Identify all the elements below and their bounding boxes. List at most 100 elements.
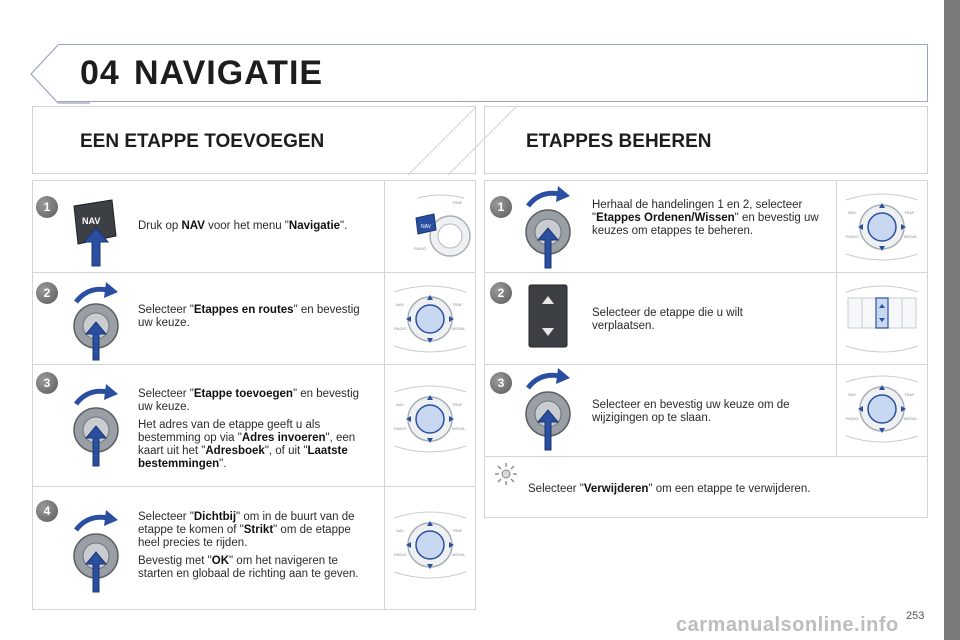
up-down-selector-icon[interactable]	[528, 284, 568, 348]
step-text-left-1: Druk op NAV voor het menu "Navigatie".	[138, 220, 388, 238]
bold-term: Dichtbij	[193, 511, 237, 523]
rotary-knob-press-icon[interactable]	[66, 282, 130, 362]
text-run: Het adres van de etappe geeft u als best…	[138, 419, 321, 444]
step-number-left-2: 2	[36, 282, 58, 304]
step-paragraph: Herhaal de handelingen 1 en 2, selecteer…	[592, 199, 822, 238]
step-paragraph: Bevestig met "OK" om het navigeren te st…	[138, 555, 370, 581]
section-divider	[407, 106, 517, 176]
text-run: Selecteer "	[138, 388, 194, 400]
console-media-label: MEDIA	[904, 234, 917, 239]
text-run: " om het navigeren te starten en globaal…	[138, 555, 359, 580]
bold-term: NAV	[181, 220, 205, 232]
step-text-left-2: Selecteer "Etappes en routes" en bevesti…	[138, 304, 368, 335]
step-paragraph: Selecteer "Etappe toevoegen" en bevestig…	[138, 388, 370, 414]
text-run: ", een kaart uit het "	[138, 432, 356, 457]
divider	[32, 272, 476, 273]
text-run: Selecteer en bevestig uw keuze om de wij…	[592, 399, 790, 424]
bold-term: Laatste bestemmingen	[138, 445, 348, 470]
step-text-left-3: Selecteer "Etappe toevoegen" en bevestig…	[138, 388, 370, 476]
rotary-knob-press-icon[interactable]	[66, 384, 130, 468]
step-paragraph: Selecteer de etappe die u wilt verplaats…	[592, 307, 792, 333]
console-traf-label: TRAF	[452, 200, 463, 205]
nav-button-label: NAV	[82, 216, 100, 226]
text-run: ".	[340, 220, 348, 232]
bold-term: Verwijderen	[583, 483, 649, 495]
step-number-left-3: 3	[36, 372, 58, 394]
console-buttons-thumbnail	[845, 285, 919, 353]
rotary-knob-press-icon[interactable]	[66, 510, 130, 594]
text-run: " om de etappe heel precies te rijden.	[138, 524, 351, 549]
page-side-bar	[944, 0, 960, 640]
divider	[484, 272, 928, 273]
right-steps-panel	[484, 180, 928, 518]
divider	[32, 486, 476, 487]
section-title-add-stage: EEN ETAPPE TOEVOEGEN	[80, 131, 325, 152]
text-run: " om in de buurt van de etappe te komen …	[138, 511, 355, 536]
console-media-label: MEDIA	[452, 426, 465, 431]
console-nav-label: NAV	[848, 392, 856, 397]
step-text-right-1: Herhaal de handelingen 1 en 2, selecteer…	[592, 199, 822, 243]
chapter-number: 04	[80, 54, 120, 92]
bold-term: Adresboek	[205, 445, 265, 457]
console-nav-label: NAV	[396, 402, 404, 407]
text-run: " en bevestig uw keuze.	[138, 304, 360, 329]
console-media-label: MEDIA	[452, 326, 465, 331]
text-run: Bevestig met "	[138, 555, 212, 567]
step-number-left-4: 4	[36, 500, 58, 522]
nav-button-illustration[interactable]: NAV	[68, 196, 124, 268]
step-paragraph: Druk op NAV voor het menu "Navigatie".	[138, 220, 388, 233]
text-run: ".	[219, 458, 227, 470]
page-number: 253	[906, 610, 925, 622]
bold-term: Adres invoeren	[241, 432, 326, 444]
console-knob-thumbnail: NAV TRAF RADIO MEDIA	[393, 385, 467, 453]
console-traf-label: TRAF	[904, 392, 915, 397]
step-number-right-3: 3	[490, 372, 512, 394]
console-traf-label: TRAF	[452, 302, 463, 307]
rotary-knob-press-icon[interactable]	[518, 186, 582, 270]
console-radio-label: RADIO	[414, 246, 427, 251]
text-run: Selecteer "	[138, 304, 194, 316]
console-traf-label: TRAF	[452, 528, 463, 533]
console-media-label: MEDIA	[452, 552, 465, 557]
console-nav-label: NAV	[396, 302, 404, 307]
text-run: " en bevestig uw keuze.	[138, 388, 360, 413]
divider	[836, 180, 837, 456]
rotary-knob-press-icon[interactable]	[518, 368, 582, 452]
console-radio-label: RADIO	[394, 326, 407, 331]
console-nav-label: NAV	[848, 210, 856, 215]
step-text-right-2: Selecteer de etappe die u wilt verplaats…	[592, 307, 792, 338]
console-knob-thumbnail: NAV TRAF RADIO MEDIA	[845, 375, 919, 443]
console-nav-label: NAV	[396, 528, 404, 533]
console-radio-label: RADIO	[394, 552, 407, 557]
text-run: voor het menu "	[204, 220, 289, 232]
text-run: Herhaal de handelingen 1 en 2, selecteer…	[592, 199, 803, 224]
step-text-right-3: Selecteer en bevestig uw keuze om de wij…	[592, 399, 822, 430]
step-paragraph: Selecteer en bevestig uw keuze om de wij…	[592, 399, 822, 425]
watermark: carmanualsonline.info	[676, 614, 899, 636]
step-paragraph: Selecteer "Dichtbij" om in de buurt van …	[138, 511, 370, 550]
console-traf-label: TRAF	[452, 402, 463, 407]
bold-term: Etappes en routes	[193, 304, 294, 316]
page-title: NAVIGATIE	[134, 54, 324, 92]
tip-text: Selecteer "Verwijderen" om een etappe te…	[528, 483, 908, 496]
console-knob-thumbnail: NAV TRAF RADIO MEDIA	[393, 285, 467, 353]
text-run: " en bevestig uw keuzes om etappes te be…	[592, 212, 819, 237]
console-radio-label: RADIO	[846, 234, 859, 239]
bold-term: Strikt	[243, 524, 274, 536]
right-section-band	[484, 106, 928, 174]
divider	[32, 364, 476, 365]
text-run: Druk op	[138, 220, 182, 232]
console-nav-label: NAV	[421, 224, 432, 230]
bold-term: Navigatie	[288, 220, 341, 232]
console-knob-thumbnail: NAV TRAF RADIO MEDIA	[393, 511, 467, 579]
text-run: Selecteer "	[138, 511, 194, 523]
divider	[484, 456, 928, 457]
console-radio-label: RADIO	[846, 416, 859, 421]
step-paragraph: Selecteer "Etappes en routes" en bevesti…	[138, 304, 368, 330]
console-knob-thumbnail: NAV TRAF RADIO MEDIA	[845, 193, 919, 261]
text-run: " om een etappe te verwijderen.	[648, 483, 811, 495]
step-text-left-4: Selecteer "Dichtbij" om in de buurt van …	[138, 511, 370, 586]
bold-term: Etappes Ordenen/Wissen	[596, 212, 735, 224]
console-traf-label: TRAF	[904, 210, 915, 215]
step-number-right-1: 1	[490, 196, 512, 218]
